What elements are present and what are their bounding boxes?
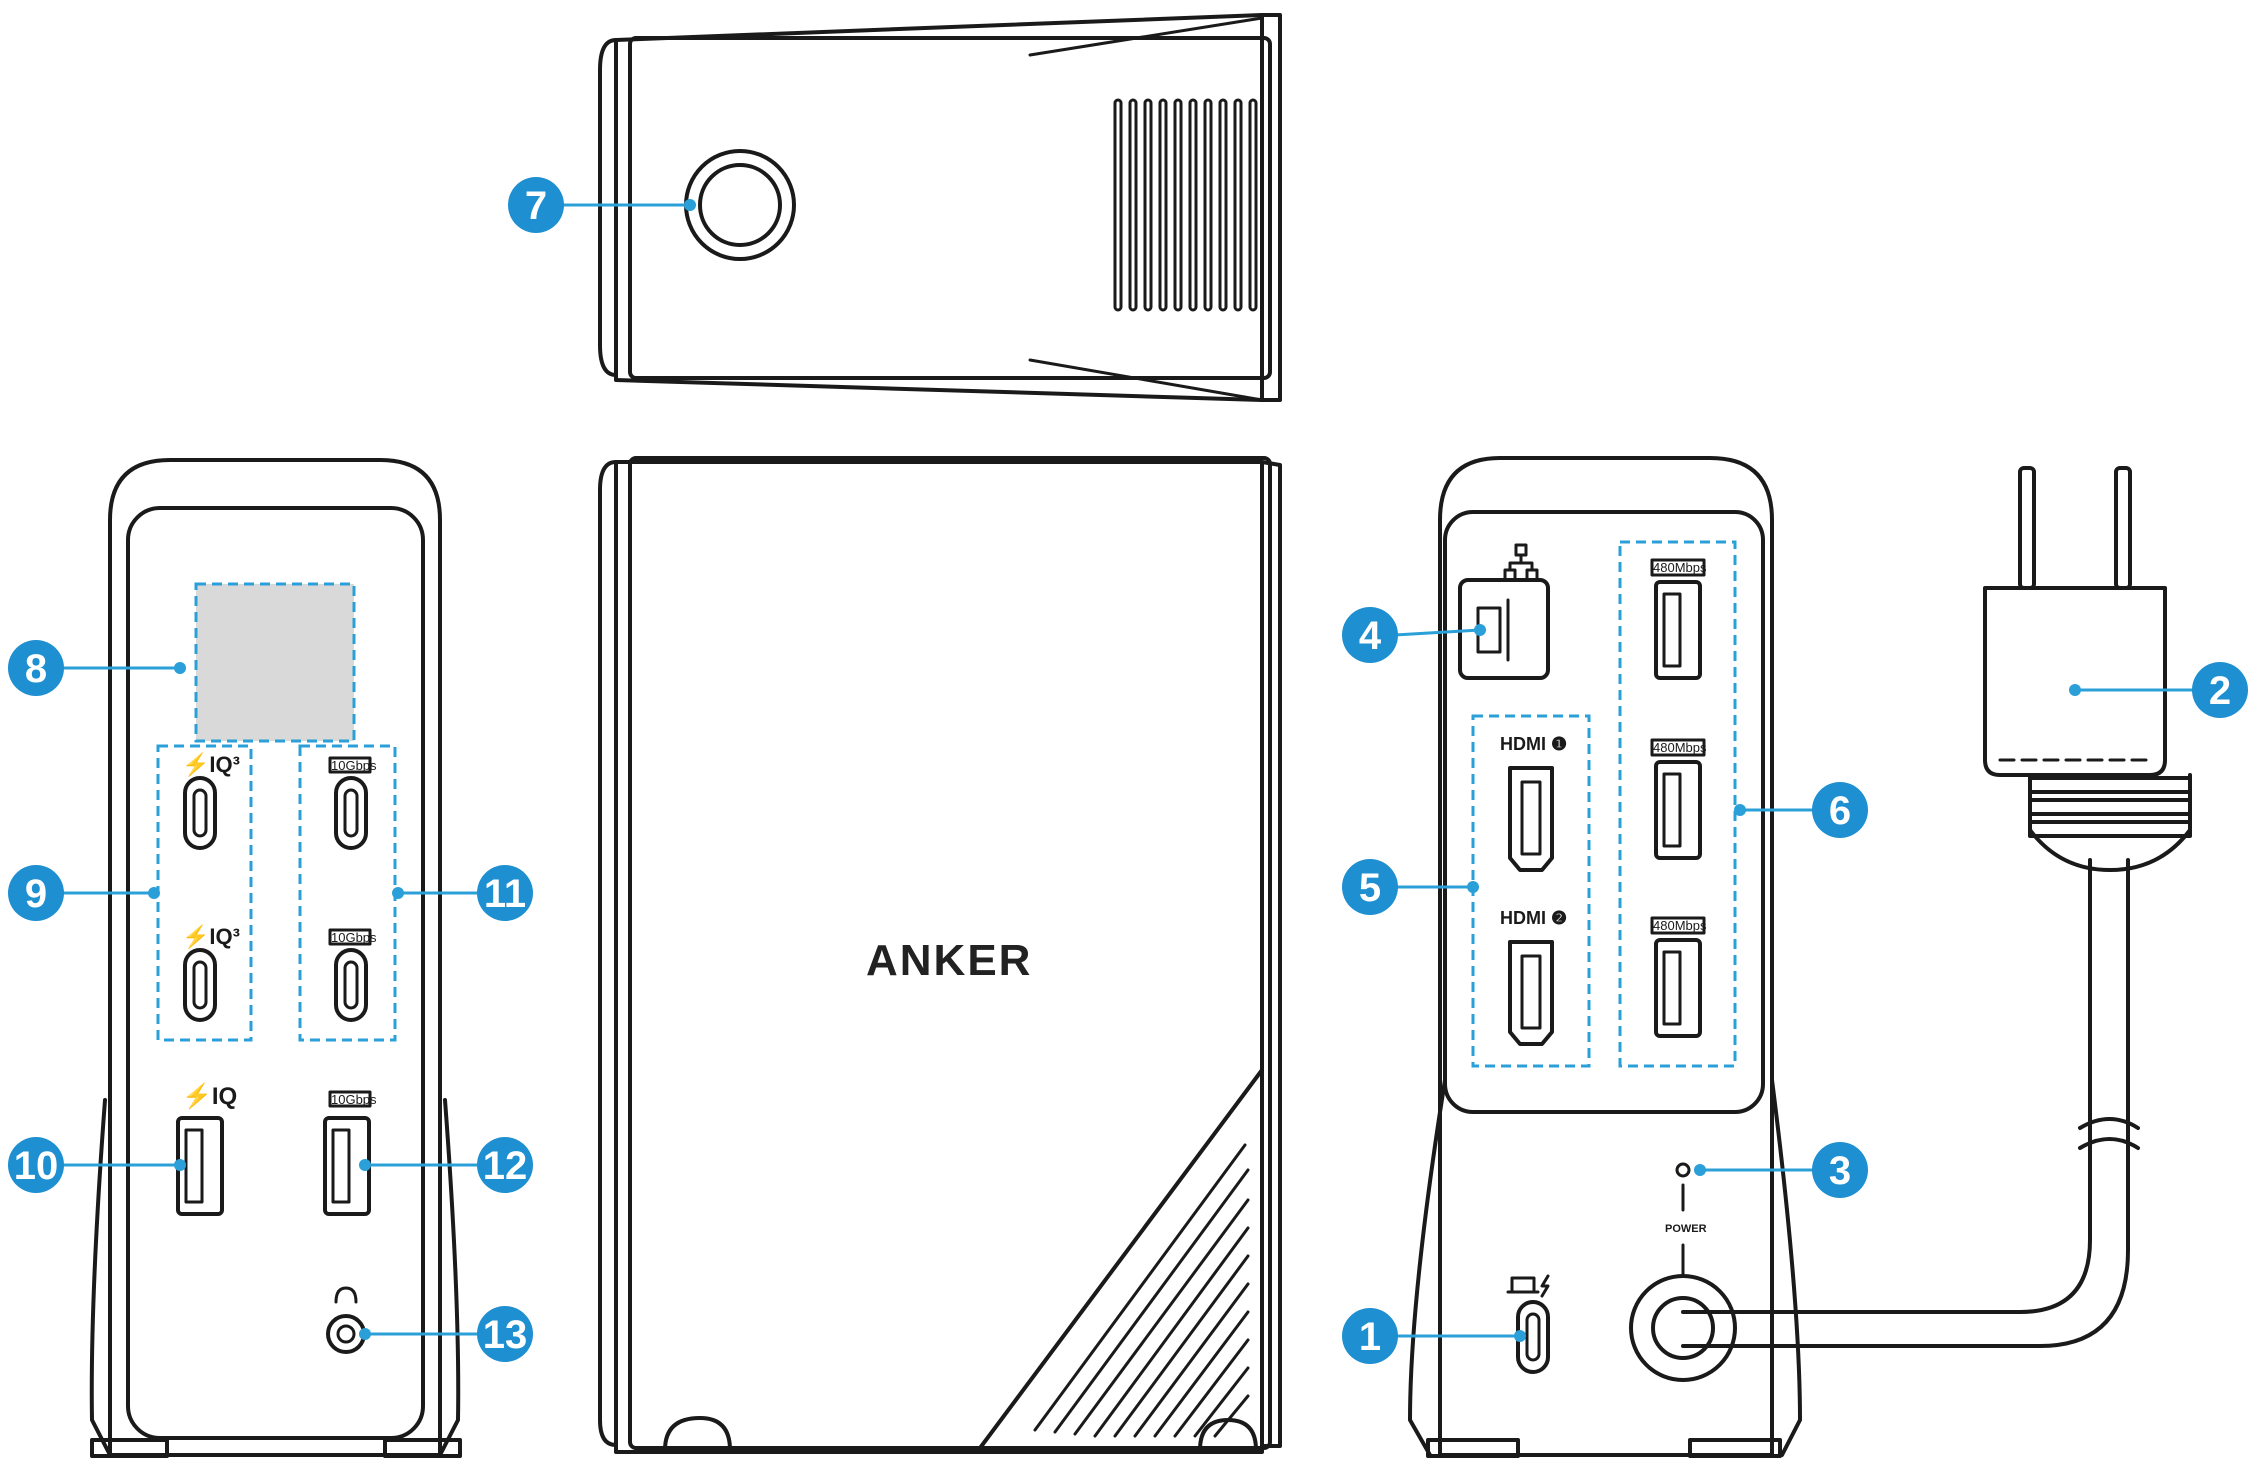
svg-text:7: 7 [525, 184, 547, 228]
lightning-icon [1540, 1274, 1550, 1298]
mbps-label-b: 480Mbps [1653, 740, 1707, 755]
callout-10 [8, 1137, 64, 1193]
callout-4 [1342, 607, 1398, 663]
power-label: POWER [1665, 1223, 1707, 1235]
plug-prong-right [2114, 466, 2132, 590]
callout-12 [477, 1137, 533, 1193]
ethernet-icon [1503, 543, 1539, 582]
power-indicator-light [1675, 1162, 1691, 1178]
power-cable [1681, 466, 2192, 1348]
callout-13 [477, 1306, 533, 1362]
power-inlet[interactable] [1651, 1296, 1715, 1360]
top-button-ring [684, 149, 796, 261]
usb-a-port-480-3[interactable] [1654, 938, 1702, 1038]
callout-7 [508, 177, 564, 233]
callouts: 7 8 9 10 11 12 13 4 5 [8, 177, 2248, 1364]
gbps-label-c: 10Gbps [331, 1092, 377, 1107]
side-vent [1033, 1143, 1250, 1438]
callout-3 [1812, 1142, 1868, 1198]
laptop-icon [1506, 1276, 1540, 1294]
svg-text:2: 2 [2209, 669, 2231, 713]
iq3-label-a: ⚡IQ³ [182, 752, 240, 778]
svg-text:10: 10 [14, 1144, 59, 1188]
top-power-button[interactable] [698, 163, 782, 247]
svg-text:3: 3 [1829, 1149, 1851, 1193]
headphone-jack[interactable] [326, 1314, 366, 1354]
usb-c-port-iq3-2[interactable] [183, 948, 217, 1022]
svg-text:13: 13 [483, 1313, 528, 1357]
power-inlet-ring [1629, 1274, 1737, 1382]
mbps-label-c: 480Mbps [1653, 918, 1707, 933]
back-view: HDMI ❶ HDMI ❷ 480Mbps 480Mbps 480Mbps PO… [1408, 456, 1802, 1458]
callout-5 [1342, 859, 1398, 915]
top-vent [1113, 98, 1258, 312]
mbps-label-a: 480Mbps [1653, 560, 1707, 575]
callout-8 [8, 640, 64, 696]
side-view: ANKER [598, 456, 1282, 1454]
usb-c-port-10gbps-2[interactable] [334, 948, 368, 1022]
plug-body [1983, 586, 2167, 777]
usb-c-port-iq3-1[interactable] [183, 776, 217, 850]
gbps-label-a: 10Gbps [331, 758, 377, 773]
gbps-label-b: 10Gbps [331, 930, 377, 945]
usb-c-port-10gbps-1[interactable] [334, 776, 368, 850]
callout-11 [477, 865, 533, 921]
brand-logo: ANKER [866, 936, 1032, 985]
top-view [598, 13, 1282, 402]
callout-2 [2192, 662, 2248, 718]
usb-a-port-480-1[interactable] [1654, 580, 1702, 680]
plug-prong-left [2018, 466, 2036, 590]
callout-9 [8, 865, 64, 921]
callout-1 [1342, 1308, 1398, 1364]
iq3-label-b: ⚡IQ³ [182, 924, 240, 950]
front-view: ⚡IQ³ ⚡IQ³ 10Gbps 10Gbps ⚡IQ 10Gbps [89, 458, 462, 1458]
hdmi1-label: HDMI ❶ [1500, 734, 1567, 754]
iq-label: ⚡IQ [182, 1082, 237, 1110]
svg-text:9: 9 [25, 872, 47, 916]
usb-a-port-480-2[interactable] [1654, 760, 1702, 860]
callout-6 [1812, 782, 1868, 838]
svg-text:12: 12 [483, 1144, 528, 1188]
svg-text:8: 8 [25, 647, 47, 691]
headphone-icon [334, 1286, 358, 1304]
display-screen [196, 584, 354, 741]
svg-text:6: 6 [1829, 789, 1851, 833]
svg-text:11: 11 [484, 872, 526, 916]
hdmi2-label: HDMI ❷ [1500, 908, 1567, 928]
svg-text:5: 5 [1359, 866, 1381, 910]
svg-text:4: 4 [1359, 614, 1382, 658]
svg-text:1: 1 [1359, 1315, 1381, 1359]
